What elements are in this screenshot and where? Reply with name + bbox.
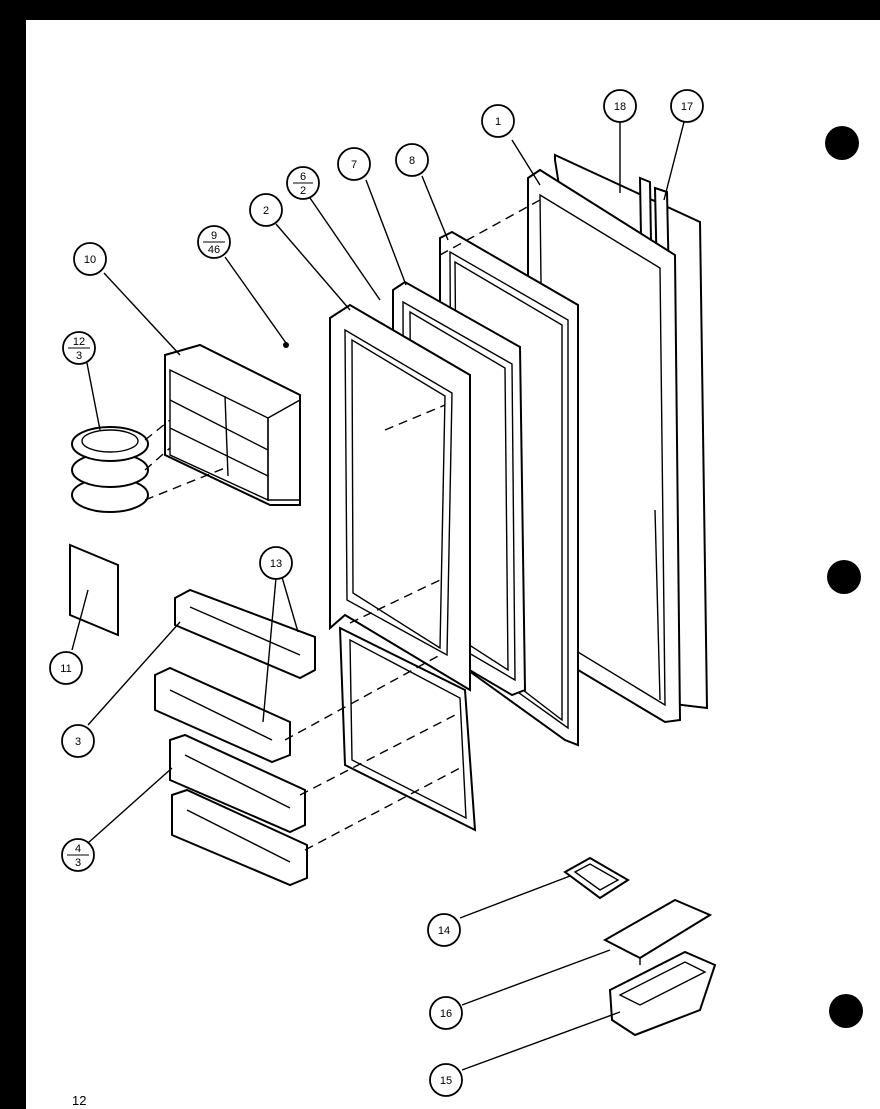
- svg-text:2: 2: [263, 205, 269, 217]
- svg-text:14: 14: [438, 925, 450, 937]
- part-3-door-shelf: [154, 588, 316, 764]
- svg-text:15: 15: [440, 1075, 452, 1087]
- callout-13: 13: [259, 546, 293, 580]
- svg-text:17: 17: [681, 101, 693, 113]
- svg-text:3: 3: [75, 736, 81, 748]
- callout-1: 1: [481, 104, 515, 138]
- svg-text:4: 4: [75, 843, 81, 855]
- callout-17: 17: [670, 89, 704, 123]
- callout-6-over-2: 6 2: [286, 166, 320, 200]
- callout-3: 3: [61, 724, 95, 758]
- binder-hole-bottom: [829, 994, 863, 1028]
- svg-text:10: 10: [84, 254, 96, 266]
- svg-text:2: 2: [300, 185, 306, 197]
- svg-text:8: 8: [409, 155, 415, 167]
- svg-text:7: 7: [351, 159, 357, 171]
- svg-text:18: 18: [614, 101, 626, 113]
- binder-hole-middle: [827, 560, 861, 594]
- svg-text:13: 13: [270, 558, 282, 570]
- part-16-cover: [602, 898, 713, 965]
- part-2-inner-liner: [329, 303, 477, 832]
- callout-12-over-3: 12 3: [62, 331, 96, 365]
- svg-text:16: 16: [440, 1008, 452, 1020]
- svg-text:6: 6: [300, 171, 306, 183]
- callout-15: 15: [429, 1063, 463, 1097]
- callout-10: 10: [73, 242, 107, 276]
- callout-9-over-46: 9 46: [197, 225, 231, 259]
- part-12-butter-containers: [71, 419, 226, 513]
- callout-8: 8: [395, 143, 429, 177]
- part-10-dairy-compartment: [164, 343, 301, 506]
- part-4-door-shelf: [169, 654, 461, 887]
- svg-text:11: 11: [60, 663, 71, 675]
- svg-text:12: 12: [73, 336, 85, 348]
- part-11-door-panel: [69, 543, 119, 637]
- svg-text:46: 46: [208, 244, 220, 256]
- part-15-ice-bin: [608, 950, 717, 1037]
- callout-11: 11: [49, 651, 83, 685]
- part-14-tray: [563, 856, 630, 900]
- callout-7: 7: [337, 147, 371, 181]
- callout-18: 18: [603, 89, 637, 123]
- callout-2: 2: [249, 193, 283, 227]
- svg-text:1: 1: [495, 116, 501, 128]
- svg-text:3: 3: [76, 350, 82, 362]
- part-9-screw: [283, 342, 289, 348]
- leader-lines: [71, 121, 685, 1071]
- svg-text:9: 9: [211, 230, 217, 242]
- svg-text:3: 3: [75, 857, 81, 869]
- page-number: 12: [72, 1093, 86, 1108]
- binder-hole-top: [825, 126, 859, 160]
- callout-4-over-3: 4 3: [61, 838, 95, 872]
- callout-16: 16: [429, 996, 463, 1030]
- callout-14: 14: [427, 913, 461, 947]
